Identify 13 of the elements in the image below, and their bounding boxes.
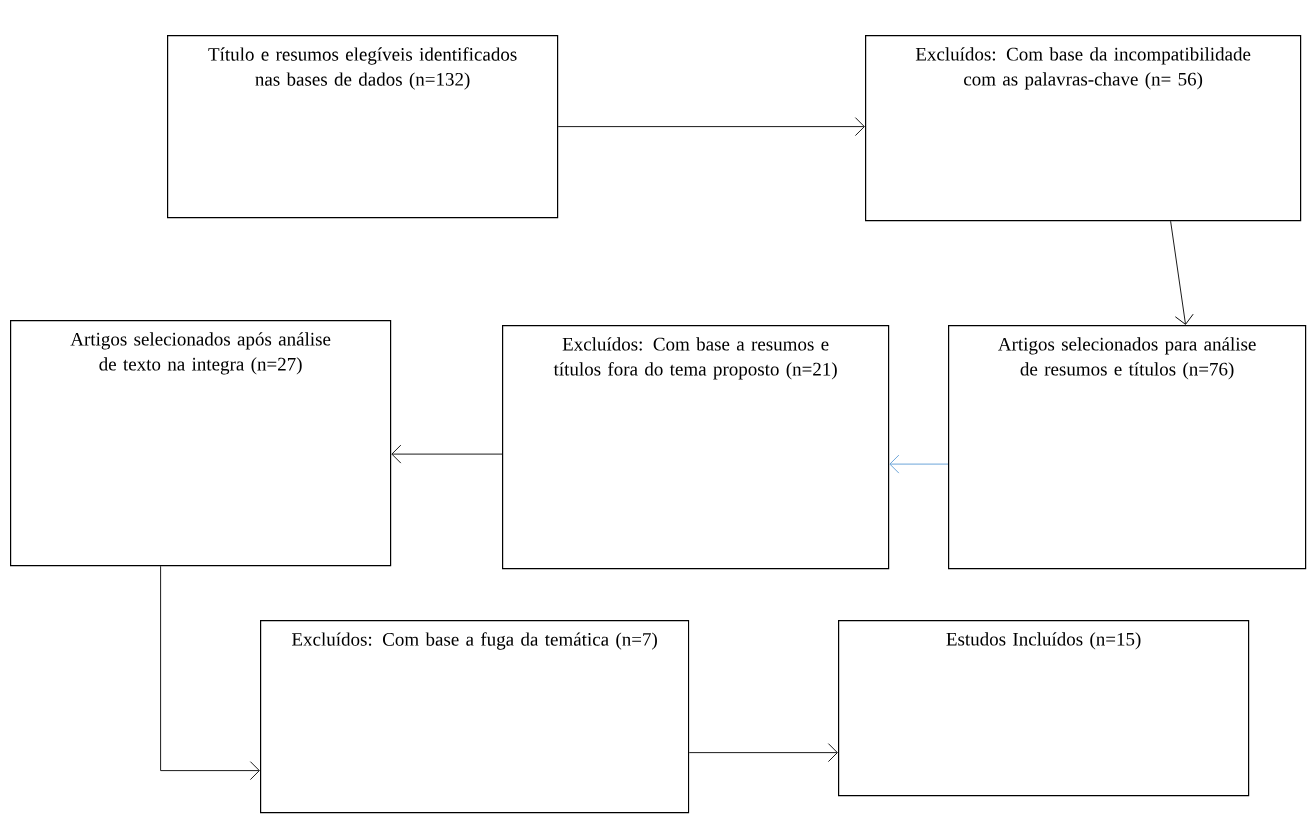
process-box: Excluídos: Com base a resumos e títulos fora do tema proposto (n=21)	[502, 325, 890, 570]
process-box: Excluídos: Com base da incompatibilidade com as palavras-chave (n= 56)	[865, 35, 1302, 222]
process-box: Estudos Incluídos (n=15)	[838, 620, 1250, 797]
arrow	[391, 444, 503, 464]
process-box: Título e resumos elegíveis identificados nas bases de dados (n=132)	[167, 35, 559, 219]
process-box: Artigos selecionados para análise de resumos e títulos (n=76)	[948, 325, 1307, 570]
process-box: Excluídos: Com base a fuga da temática (n=7)	[260, 620, 690, 814]
arrow	[688, 743, 838, 763]
process-box: Artigos selecionados após análise de texto na integra (n=27)	[10, 320, 392, 567]
arrow	[557, 117, 865, 137]
arrow	[160, 565, 260, 781]
arrow	[889, 454, 949, 474]
arrow	[1170, 220, 1194, 325]
